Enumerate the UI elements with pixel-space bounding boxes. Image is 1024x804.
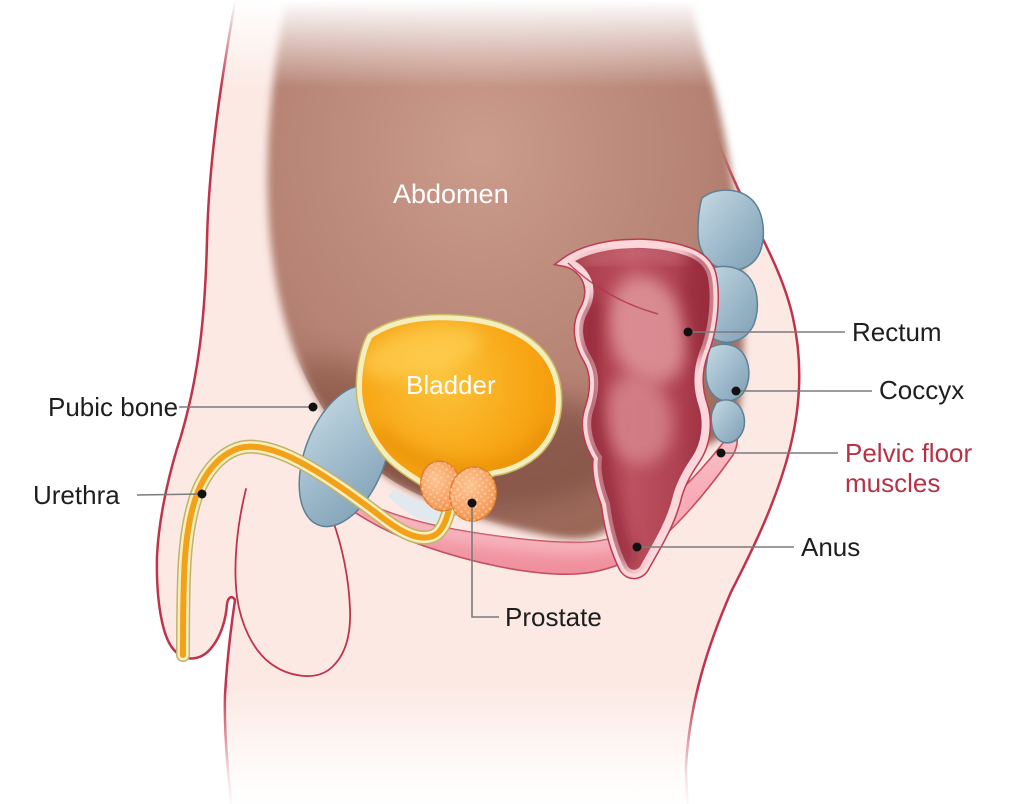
sacrum-segment-1 [697,189,765,272]
urethra-leader-line [136,493,203,496]
white-labels: Abdomen Bladder [393,179,509,400]
perineal-wedge [388,489,452,527]
rectum-shape [552,238,720,580]
pubic-bone-anchor-dot [308,402,318,412]
bottom-fade [0,688,1024,804]
bladder-label: Bladder [406,370,496,400]
anchor-dots [197,327,741,552]
urethra-label: Urethra [33,480,120,510]
black-labels: Pubic bone Urethra Prostate Rectum Coccy… [33,317,964,632]
sacrum-segment-3 [705,343,750,402]
pelvic-floor-label-line1: Pelvic floor [845,438,972,468]
leader-lines [136,331,872,618]
urethra-anchor-dot [197,489,207,499]
pelvic-floor-label-line2: muscles [845,468,940,498]
top-fade [0,0,1024,88]
rectum-label: Rectum [852,317,942,347]
prostate-label: Prostate [505,602,602,632]
pubic-bone-label: Pubic bone [48,392,178,422]
pelvic-floor-label: Pelvic floor muscles [845,438,972,498]
pelvic-floor-anchor-dot [716,448,726,458]
coccyx-label: Coccyx [879,375,964,405]
prostate-leader-line [471,504,499,618]
prostate-anchor-dot [467,498,477,508]
abdomen-label: Abdomen [393,179,509,209]
anus-label: Anus [801,532,860,562]
prostate-shape [420,460,497,522]
rectum-anchor-dot [683,327,693,337]
rectum-fold-line [567,262,659,315]
coccyx-bone [710,399,746,444]
coccyx-anchor-dot [731,386,741,396]
urethra-tube [176,439,458,662]
anus-anchor-dot [632,542,642,552]
